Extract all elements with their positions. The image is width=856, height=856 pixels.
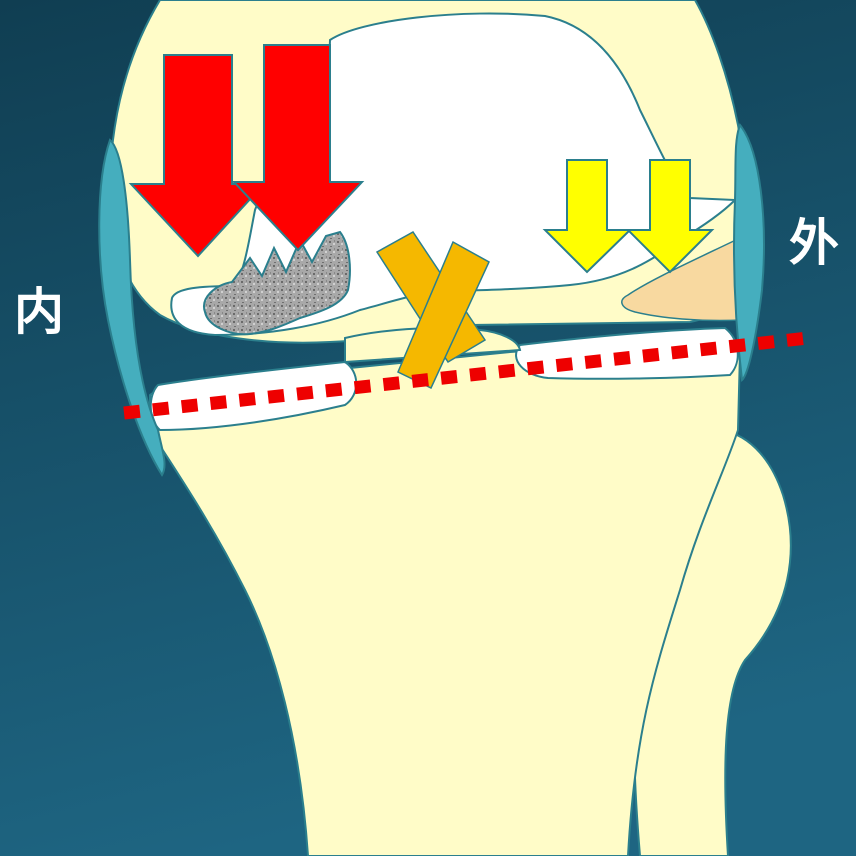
- lateral-side-label: 外: [789, 218, 839, 268]
- medial-side-label: 内: [14, 287, 64, 337]
